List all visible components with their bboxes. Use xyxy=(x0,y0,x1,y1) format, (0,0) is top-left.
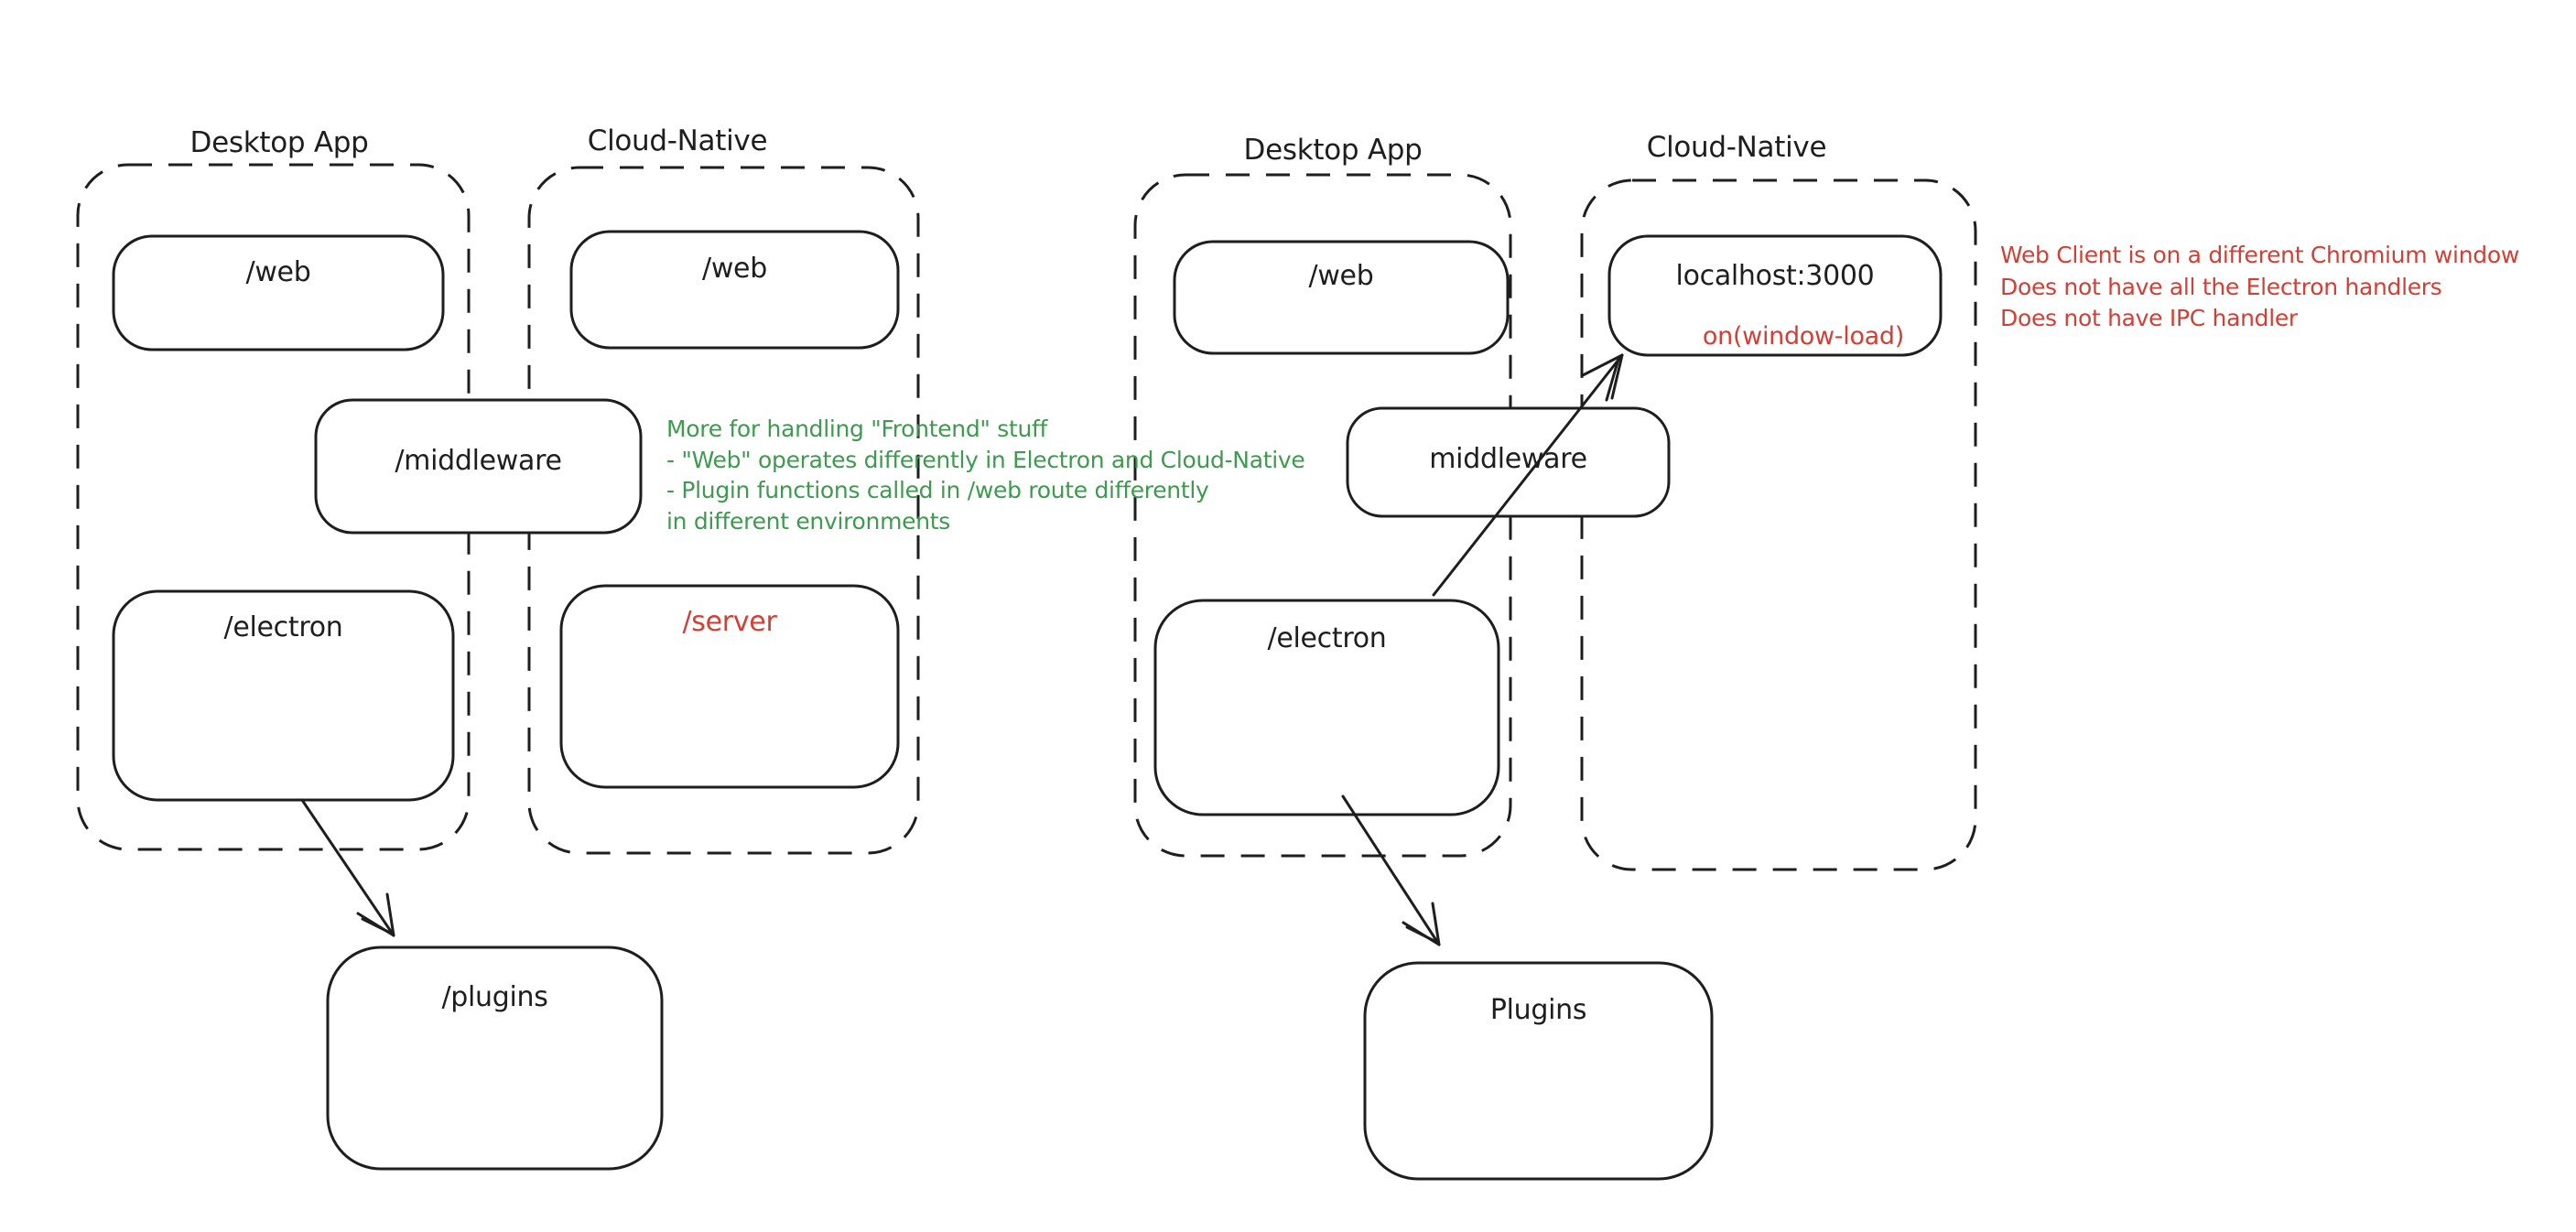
node-label-plugins-left: /plugins xyxy=(441,981,548,1013)
group-box-desktop-app-right[interactable] xyxy=(1133,173,1512,858)
arrow-electron-to-localhost-right[interactable] xyxy=(1432,353,1624,597)
node-web-cloud-left[interactable] xyxy=(569,230,900,350)
note-green-line-1: More for handling "Frontend" stuff xyxy=(666,416,1048,442)
node-web-desktop-left[interactable] xyxy=(112,234,445,351)
node-plugins-left[interactable] xyxy=(326,946,664,1171)
node-middleware-left[interactable] xyxy=(314,398,643,535)
note-red-line-2: Does not have all the Electron handlers xyxy=(2000,273,2442,300)
group-title-cloud-native-right[interactable]: Cloud-Native xyxy=(1646,131,1827,164)
note-green-line-2: - "Web" operates differently in Electron… xyxy=(666,446,1305,473)
arrow-electron-to-plugins-left[interactable] xyxy=(300,798,395,937)
note-red-web-client-limitations[interactable]: Web Client is on a different Chromium wi… xyxy=(2000,240,2519,335)
arrow-electron-to-plugins-right[interactable] xyxy=(1341,794,1441,946)
node-label-electron-left: /electron xyxy=(223,611,343,643)
group-title-cloud-native-left[interactable]: Cloud-Native xyxy=(587,124,768,157)
node-label-web-desktop-left: /web xyxy=(245,256,311,288)
group-box-cloud-native-left[interactable] xyxy=(527,166,920,855)
node-server-left[interactable] xyxy=(559,584,900,789)
node-label-web-desktop-right: /web xyxy=(1308,260,1374,292)
node-label-server-left: /server xyxy=(682,606,777,638)
node-label-on-window-load: on(window-load) xyxy=(1702,322,1904,351)
node-localhost-3000-right[interactable] xyxy=(1607,234,1943,357)
node-plugins-right[interactable] xyxy=(1363,961,1714,1181)
node-middleware-right[interactable] xyxy=(1346,406,1671,518)
note-green-line-3: - Plugin functions called in /web route … xyxy=(666,477,1209,503)
note-green-line-4: in different environments xyxy=(666,507,950,535)
node-web-desktop-right[interactable] xyxy=(1173,240,1510,355)
node-label-web-cloud-left: /web xyxy=(702,253,767,285)
note-red-line-3: Does not have IPC handler xyxy=(2000,305,2298,331)
group-title-desktop-app-right[interactable]: Desktop App xyxy=(1243,134,1423,167)
note-green-middleware-explanation[interactable]: More for handling "Frontend" stuff - "We… xyxy=(666,414,1305,536)
group-box-cloud-native-right[interactable] xyxy=(1580,178,1977,871)
node-electron-left[interactable] xyxy=(112,589,455,802)
note-red-line-1: Web Client is on a different Chromium wi… xyxy=(2000,242,2519,268)
node-label-electron-right: /electron xyxy=(1267,622,1387,654)
node-label-plugins-right: Plugins xyxy=(1489,994,1587,1026)
node-label-localhost-3000: localhost:3000 xyxy=(1675,260,1875,292)
node-electron-right[interactable] xyxy=(1153,599,1500,816)
group-title-desktop-app-left[interactable]: Desktop App xyxy=(189,126,369,159)
node-label-middleware-right: middleware xyxy=(1429,443,1587,475)
node-label-middleware-left: /middleware xyxy=(395,445,562,477)
